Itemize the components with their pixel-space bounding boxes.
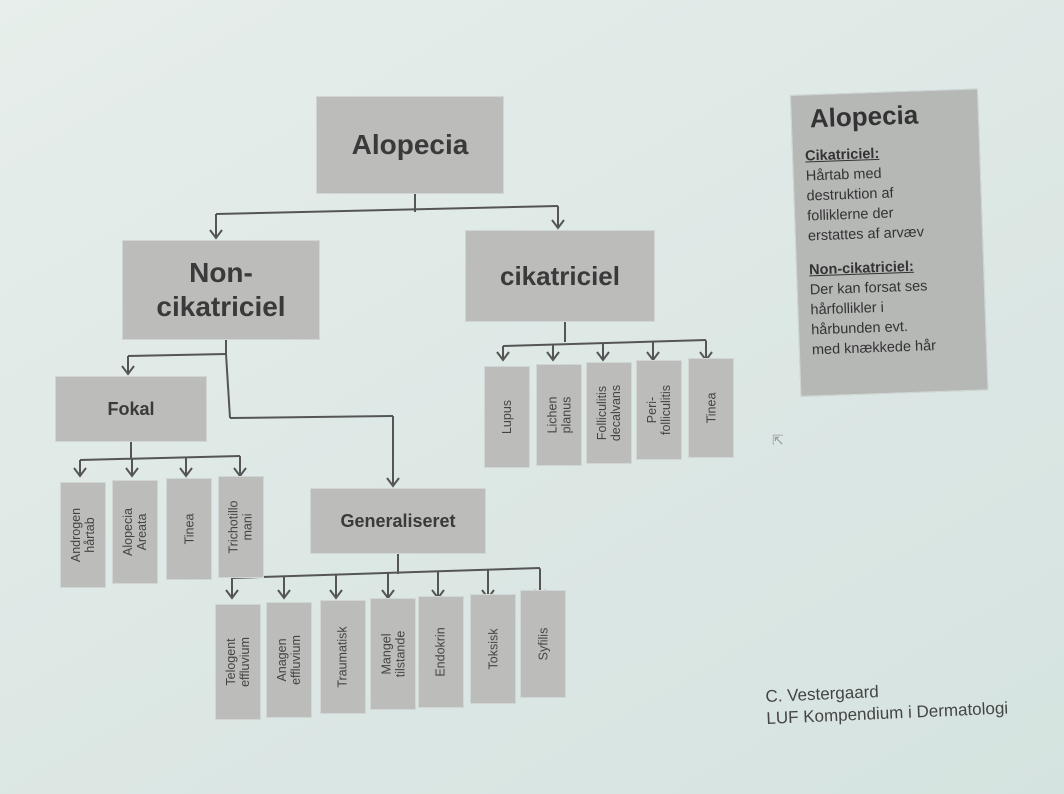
node-non-cikatriciel-label: Non- cikatriciel — [156, 257, 286, 322]
node-alopecia-label: Alopecia — [351, 129, 469, 160]
leaf-trichotillomani: Trichotillo mani — [218, 476, 264, 578]
node-fokal: Fokal — [55, 376, 207, 442]
connector-line — [231, 567, 541, 579]
leaf-label: Peri- folliculitis — [645, 384, 674, 436]
legend-title: Alopecia — [809, 99, 919, 134]
leaf-alopecia-areata: Alopecia Areata — [112, 480, 158, 584]
node-fokal-label: Fokal — [107, 398, 155, 419]
leaf-toksisk: Toksisk — [470, 594, 516, 704]
leaf-peri-folliculitis: Peri- folliculitis — [636, 360, 682, 460]
leaf-tinea-cikatriciel: Tinea — [688, 358, 734, 458]
node-generaliseret-label: Generaliseret — [340, 510, 456, 531]
arrow-head-icon — [596, 351, 610, 362]
leaf-syfilis: Syfilis — [520, 590, 566, 698]
legend-panel: Alopecia Cikatriciel: Hårtab med destruk… — [790, 88, 989, 397]
leaf-label: Traumatisk — [336, 626, 351, 688]
arrow-head-icon — [225, 589, 239, 600]
leaf-label: Tinea — [704, 392, 718, 424]
connector-line — [79, 455, 241, 461]
leaf-tinea-fokal: Tinea — [166, 478, 212, 580]
connector-line — [502, 339, 707, 347]
leaf-label: Tinea — [182, 513, 196, 545]
mouse-cursor-icon: ⇱ — [772, 432, 784, 448]
node-cikatriciel-label: cikatriciel — [500, 260, 620, 291]
leaf-endokrin: Endokrin — [418, 596, 464, 708]
leaf-mangel-tilstande: Mangel tilstande — [370, 598, 416, 710]
arrow-head-icon — [546, 351, 560, 362]
arrow-head-icon — [121, 365, 135, 376]
legend-cikatriciel-text: Hårtab med destruktion af folliklerne de… — [805, 165, 925, 245]
connector-line — [215, 205, 559, 215]
leaf-label: Lichen planus — [545, 396, 573, 434]
leaf-label: Endokrin — [434, 627, 448, 677]
arrow-head-icon — [179, 467, 193, 478]
leaf-label: Mangel tilstande — [379, 630, 407, 678]
arrow-head-icon — [496, 351, 510, 362]
arrow-head-icon — [277, 589, 291, 600]
leaf-label: Anagen effluvium — [275, 635, 304, 685]
node-alopecia: Alopecia — [316, 96, 504, 194]
node-cikatriciel: cikatriciel — [465, 230, 655, 322]
leaf-label: Trichotillo mani — [227, 500, 255, 554]
leaf-label: Telogent effluvium — [224, 637, 253, 687]
connector-line — [127, 353, 227, 357]
leaf-label: Folliculitis decalvans — [595, 384, 624, 442]
leaf-label: Toksisk — [485, 628, 500, 670]
connector-line — [229, 415, 394, 419]
leaf-traumatisk: Traumatisk — [320, 600, 366, 714]
node-non-cikatriciel: Non- cikatriciel — [122, 240, 320, 340]
arrow-head-icon — [551, 219, 565, 230]
node-generaliseret: Generaliseret — [310, 488, 486, 554]
arrow-head-icon — [329, 589, 343, 600]
leaf-label: Alopecia Areata — [121, 508, 150, 556]
leaf-androgen-hartab: Androgen hårtab — [60, 482, 106, 588]
leaf-label: Syfilis — [536, 627, 550, 661]
arrow-head-icon — [386, 477, 400, 488]
leaf-anagen-effluvium: Anagen effluvium — [266, 602, 312, 718]
arrow-head-icon — [73, 467, 87, 478]
leaf-telogent-effluvium: Telogent effluvium — [215, 604, 261, 720]
arrow-head-icon — [125, 467, 139, 478]
leaf-label: Androgen hårtab — [69, 507, 97, 563]
legend-non-cikatriciel-text: Der kan forsat ses hårfollikler i hårbun… — [809, 278, 937, 359]
leaf-lichen-planus: Lichen planus — [536, 364, 582, 466]
leaf-folliculitis-decalvans: Folliculitis decalvans — [586, 362, 632, 464]
leaf-label: Lupus — [500, 399, 514, 435]
connector-line — [225, 353, 231, 419]
arrow-head-icon — [209, 229, 223, 240]
leaf-lupus: Lupus — [484, 366, 530, 468]
